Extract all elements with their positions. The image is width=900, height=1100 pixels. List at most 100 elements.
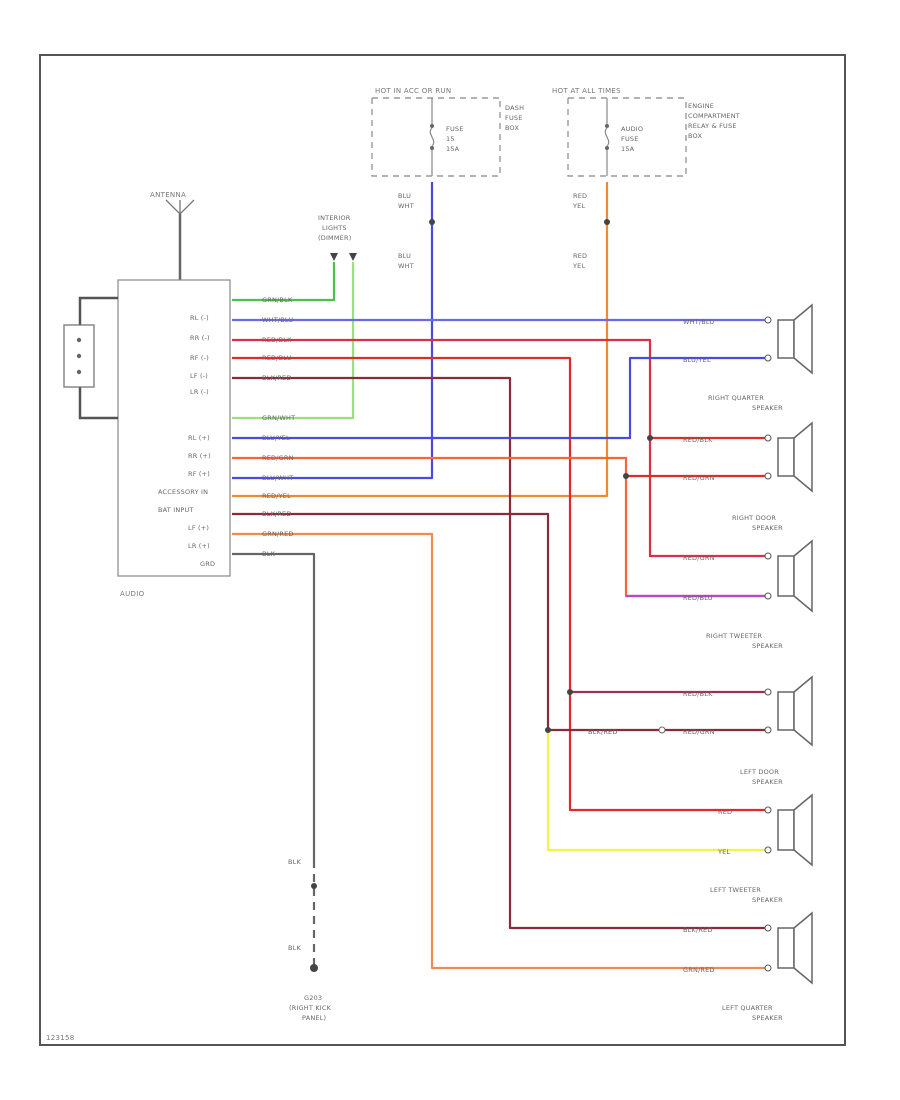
svg-text:RIGHT DOOR: RIGHT DOOR	[732, 514, 776, 522]
pin-accessory-in: ACCESSORY IN	[158, 488, 208, 496]
svg-text:LEFT DOOR: LEFT DOOR	[740, 768, 779, 776]
pin-lr-neg: LR (-)	[190, 388, 209, 396]
wires	[232, 182, 765, 970]
audio-unit-label: AUDIO	[120, 590, 145, 598]
svg-text:SPEAKER: SPEAKER	[752, 524, 783, 532]
svg-text:LEFT TWEETER: LEFT TWEETER	[710, 886, 761, 894]
pin-rl-neg: RL (-)	[190, 314, 209, 322]
svg-text:BLU/YEL: BLU/YEL	[262, 434, 290, 442]
left-tweeter-speaker-icon	[764, 793, 813, 867]
fuse-15-line1: FUSE	[446, 125, 464, 133]
svg-text:RED/GRN: RED/GRN	[262, 454, 294, 462]
dash-fuse-box-line1: DASH	[505, 104, 524, 112]
pin-rl-pos: RL (+)	[188, 434, 210, 442]
svg-text:BLU: BLU	[398, 192, 411, 200]
diagram-frame	[39, 54, 846, 1046]
svg-text:BLU/WHT: BLU/WHT	[262, 474, 293, 482]
svg-text:BLU: BLU	[398, 252, 411, 260]
svg-text:BLK/RED: BLK/RED	[262, 374, 292, 382]
svg-text:RED/BLU: RED/BLU	[262, 354, 292, 362]
svg-text:BLK/RED: BLK/RED	[262, 510, 292, 518]
left-quarter-speaker-icon	[764, 911, 813, 985]
fuse-15-line3: 15A	[446, 145, 460, 153]
speaker-wire-labels: WHT/BLU BLU/YEL RED/BLK RED/GRN RED/GRN …	[588, 318, 732, 974]
fuse-box-hot-run: HOT IN ACC OR RUN FUSE 15 15A DASH FUSE …	[371, 87, 524, 177]
svg-text:LEFT QUARTER: LEFT QUARTER	[722, 1004, 773, 1012]
svg-text:SPEAKER: SPEAKER	[752, 778, 783, 786]
svg-text:SPEAKER: SPEAKER	[752, 1014, 783, 1022]
dash-fuse-box-line3: BOX	[505, 124, 519, 132]
svg-text:RED/BLU: RED/BLU	[683, 594, 713, 602]
pin-rf-pos: RF (+)	[188, 470, 210, 478]
svg-text:(DIMMER): (DIMMER)	[318, 234, 351, 242]
antenna-label: ANTENNA	[150, 191, 186, 199]
svg-text:INTERIOR: INTERIOR	[318, 214, 351, 222]
audio-fuse-line3: 15A	[621, 145, 635, 153]
svg-text:RED/BLK: RED/BLK	[683, 436, 713, 444]
svg-text:(RIGHT KICK: (RIGHT KICK	[289, 1004, 332, 1012]
interior-lights: INTERIOR LIGHTS (DIMMER)	[318, 214, 357, 261]
svg-text:WHT: WHT	[398, 202, 414, 210]
pin-rr-neg: RR (-)	[190, 334, 210, 342]
svg-text:RIGHT QUARTER: RIGHT QUARTER	[708, 394, 764, 402]
svg-text:GRN/RED: GRN/RED	[683, 966, 715, 974]
svg-text:SPEAKER: SPEAKER	[752, 642, 783, 650]
svg-text:SPEAKER: SPEAKER	[752, 896, 783, 904]
svg-text:BLK/RED: BLK/RED	[588, 728, 618, 736]
fuse-15-line2: 15	[446, 135, 455, 143]
pin-lf-neg: LF (-)	[190, 372, 208, 380]
svg-text:BLK: BLK	[288, 858, 301, 866]
svg-text:BLK/RED: BLK/RED	[683, 926, 713, 934]
svg-text:BLK: BLK	[262, 550, 275, 558]
svg-text:RED: RED	[718, 808, 732, 816]
audio-fuse-line1: AUDIO	[621, 125, 643, 133]
engine-box-line3: RELAY & FUSE	[688, 122, 737, 130]
fuse-box-hot-run-top-label: HOT IN ACC OR RUN	[375, 87, 451, 95]
pin-rr-pos: RR (+)	[188, 452, 211, 460]
svg-text:YEL: YEL	[572, 262, 585, 270]
engine-box-line4: BOX	[688, 132, 702, 140]
splices	[310, 219, 653, 972]
pin-lf-pos: LF (+)	[188, 524, 209, 532]
audio-unit: AUDIO RL (-) RR (-) RF (-) LF (-) LR (-)…	[63, 279, 231, 598]
svg-text:RED/GRN: RED/GRN	[683, 554, 715, 562]
inline-connector-icon	[658, 726, 666, 734]
svg-text:SPEAKER: SPEAKER	[752, 404, 783, 412]
pin-rf-neg: RF (-)	[190, 354, 209, 362]
svg-text:PANEL): PANEL)	[302, 1014, 326, 1022]
fuse-box-hot-all-top-label: HOT AT ALL TIMES	[552, 87, 621, 95]
svg-text:RED/BLK: RED/BLK	[262, 336, 292, 344]
engine-box-line1: ENGINE	[688, 102, 714, 110]
antenna-icon	[165, 199, 195, 215]
dimmer-terminal-1-icon	[330, 253, 338, 261]
svg-text:YEL: YEL	[572, 202, 585, 210]
svg-text:G203: G203	[304, 994, 322, 1002]
ground-g203: G203 (RIGHT KICK PANEL)	[289, 994, 332, 1022]
svg-text:GRN/WHT: GRN/WHT	[262, 414, 295, 422]
wire-labels: GRN/BLK WHT/BLU RED/BLK RED/BLU BLK/RED …	[262, 192, 587, 952]
audio-unit-box	[117, 279, 231, 577]
pin-bat-input: BAT INPUT	[158, 506, 194, 514]
svg-text:WHT: WHT	[398, 262, 414, 270]
svg-text:RED: RED	[573, 252, 587, 260]
figure-id: 123158	[46, 1034, 75, 1042]
svg-text:RED/BLK: RED/BLK	[683, 690, 713, 698]
pin-lr-pos: LR (+)	[188, 542, 210, 550]
dimmer-terminal-2-icon	[349, 253, 357, 261]
antenna: ANTENNA	[150, 191, 195, 280]
right-tweeter-speaker-icon	[764, 539, 813, 613]
svg-text:WHT/BLU: WHT/BLU	[683, 318, 714, 326]
svg-text:GRN/RED: GRN/RED	[262, 530, 294, 538]
svg-text:RED: RED	[573, 192, 587, 200]
svg-text:RED/YEL: RED/YEL	[262, 492, 291, 500]
dash-fuse-box-line2: FUSE	[505, 114, 523, 122]
right-door-speaker-icon	[764, 421, 813, 493]
fuse-box-hot-all: HOT AT ALL TIMES AUDIO FUSE 15A ENGINE C…	[552, 87, 740, 177]
svg-text:RED/GRN: RED/GRN	[683, 474, 715, 482]
svg-text:BLU/YEL: BLU/YEL	[683, 356, 711, 364]
svg-text:RIGHT TWEETER: RIGHT TWEETER	[706, 632, 762, 640]
audio-fuse-line2: FUSE	[621, 135, 639, 143]
svg-text:YEL: YEL	[717, 848, 730, 856]
speakers: RIGHT QUARTER SPEAKER RIGHT DOOR SPEAKER…	[706, 303, 813, 1022]
